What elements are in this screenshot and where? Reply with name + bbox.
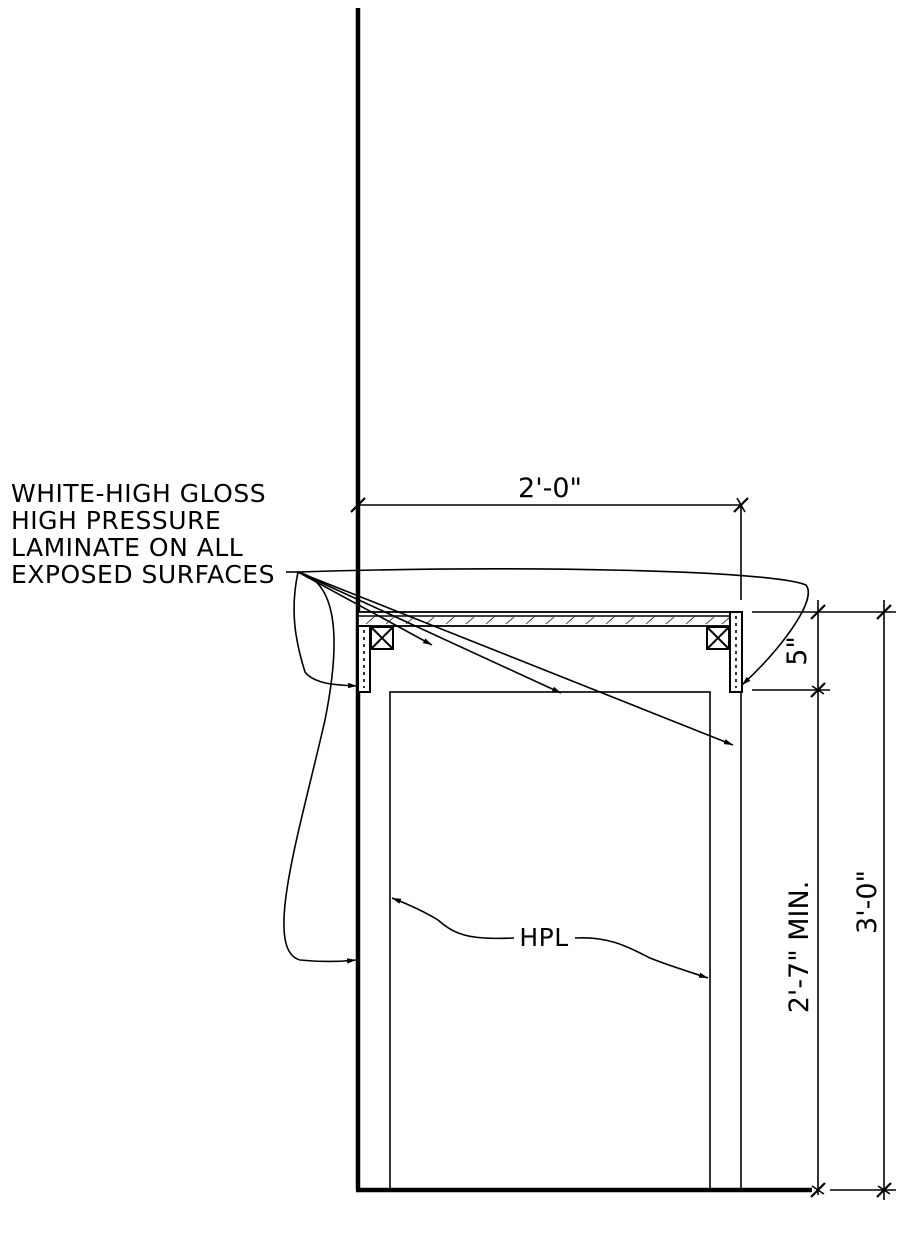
left-blocking	[370, 626, 394, 650]
laminate-note-line-2: HIGH PRESSURE	[11, 506, 221, 535]
dim-knee-clearance-label: 2'-7" MIN.	[784, 881, 815, 1014]
right-apron	[729, 611, 743, 693]
dim-counter-depth: 2'-0"	[350, 473, 749, 600]
right-blocking	[706, 626, 730, 650]
knee-space-outline	[389, 691, 711, 1191]
left-apron	[357, 625, 371, 693]
laminate-note-line-4: EXPOSED SURFACES	[11, 560, 275, 589]
hpl-leader-right	[574, 937, 709, 979]
dim-counter-height: 3'-0"	[830, 600, 896, 1200]
laminate-leaders	[283, 568, 809, 964]
dim-knee-clearance: 2'-7" MIN.	[784, 881, 815, 1014]
hpl-label: HPL	[519, 923, 568, 952]
hpl-leader-left	[391, 897, 515, 940]
dim-counter-depth-label: 2'-0"	[518, 473, 582, 504]
countertop	[357, 611, 733, 627]
dim-counter-height-label: 3'-0"	[852, 870, 883, 934]
dim-apron-height: 5"	[752, 600, 830, 1198]
dim-apron-height-label: 5"	[782, 636, 813, 666]
laminate-note-line-1: WHITE-HIGH GLOSS	[11, 479, 266, 508]
laminate-note-line-3: LAMINATE ON ALL	[11, 533, 243, 562]
hpl-callout: HPL	[391, 897, 709, 979]
laminate-note: WHITE-HIGH GLOSS HIGH PRESSURE LAMINATE …	[11, 479, 275, 589]
